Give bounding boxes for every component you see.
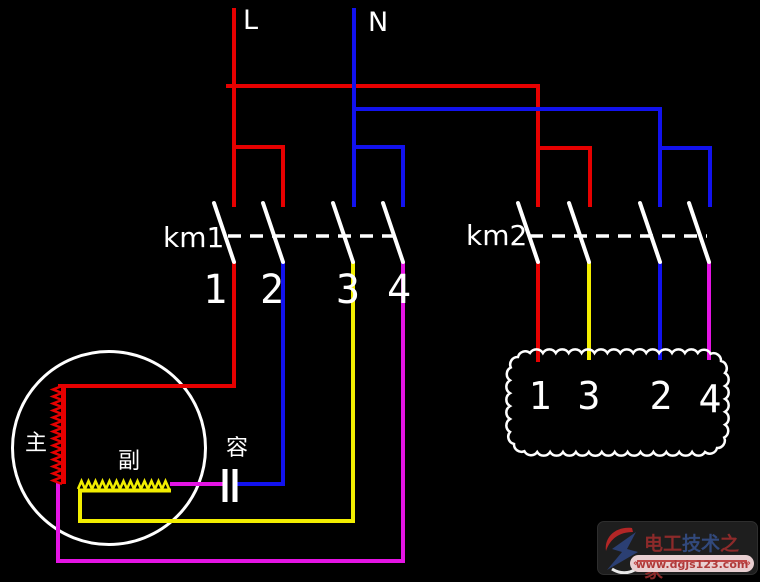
l-label: L	[243, 5, 259, 36]
km2-label: km2	[466, 219, 528, 252]
main-winding-label: 主	[25, 431, 48, 456]
km1-terminal-3: 3	[335, 267, 361, 313]
brand-name-part2: 技术	[682, 533, 721, 555]
km1-out3-to-aux-winding	[78, 262, 355, 523]
km2-contact-blades	[516, 201, 711, 264]
terminal-block-cloud	[505, 348, 730, 457]
km1-contact-blades	[212, 201, 405, 264]
capacitor-plate-right	[232, 469, 238, 502]
km1-out4-to-main-winding-bottom	[56, 262, 405, 563]
blue-bus-to-km2	[354, 107, 712, 207]
aux-winding-coil-turns	[76, 477, 171, 493]
n-label: N	[368, 7, 389, 38]
brand-url: www.dgjs123.com	[635, 558, 749, 571]
main-winding-coil-turns	[49, 384, 66, 486]
blue-branch-km1-contact4	[354, 145, 405, 207]
left-chevron-icon: «	[633, 558, 640, 569]
brand-name-part1: 电工	[644, 533, 683, 555]
red-branch-km1-contact2	[234, 145, 285, 207]
l-supply-line	[226, 8, 236, 207]
cloud-terminal-1: 1	[528, 374, 552, 418]
aux-winding-label: 副	[118, 449, 141, 474]
km1-terminal-1: 1	[202, 267, 228, 313]
url-strike-line	[637, 560, 747, 562]
cloud-terminal-4: 4	[698, 377, 722, 421]
right-chevron-icon: »	[744, 558, 751, 569]
km1-terminal-2: 2	[259, 267, 285, 313]
km1-label: km1	[163, 221, 225, 254]
cloud-terminal-2: 2	[649, 374, 673, 418]
km1-out2-to-capacitor	[236, 262, 285, 486]
motor-circle	[11, 350, 207, 546]
capacitor-plate-left	[222, 469, 228, 502]
km1-out1-to-main-winding	[58, 262, 236, 388]
cloud-terminal-3: 3	[577, 374, 601, 418]
brand-url-pill: « » www.dgjs123.com	[630, 555, 754, 572]
red-bus-to-km2	[234, 84, 592, 207]
watermark-badge: 电工技术之家 « » www.dgjs123.com	[597, 521, 758, 582]
km1-terminal-4: 4	[386, 267, 412, 313]
capacitor-label: 容	[226, 436, 249, 461]
